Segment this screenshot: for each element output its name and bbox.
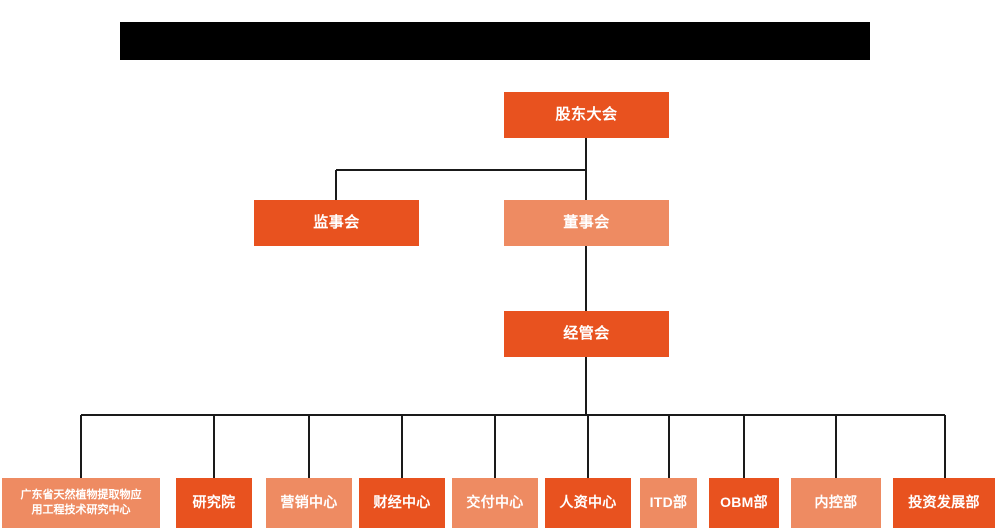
node-department-交付中心[interactable]: 交付中心 bbox=[452, 478, 538, 528]
node-management_committee[interactable]: 经管会 bbox=[504, 311, 669, 357]
node-board_of_directors[interactable]: 董事会 bbox=[504, 200, 669, 246]
node-department-财经中心[interactable]: 财经中心 bbox=[359, 478, 445, 528]
node-label: 研究院 bbox=[192, 494, 236, 511]
node-department-OBM部[interactable]: OBM部 bbox=[709, 478, 779, 528]
node-label: 交付中心 bbox=[466, 494, 524, 511]
node-department-内控部[interactable]: 内控部 bbox=[791, 478, 881, 528]
node-label: ITD部 bbox=[649, 494, 688, 511]
node-label: 监事会 bbox=[313, 213, 360, 231]
node-supervisory_board[interactable]: 监事会 bbox=[254, 200, 419, 246]
node-label: 内控部 bbox=[814, 494, 858, 511]
node-department-研究院[interactable]: 研究院 bbox=[176, 478, 252, 528]
node-label: 营销中心 bbox=[280, 494, 338, 511]
node-label: 董事会 bbox=[563, 213, 610, 231]
node-department-人资中心[interactable]: 人资中心 bbox=[545, 478, 631, 528]
node-department-ITD部[interactable]: ITD部 bbox=[640, 478, 697, 528]
node-department-广东省天然植物提取物应-用工程技术研究中心[interactable]: 广东省天然植物提取物应 用工程技术研究中心 bbox=[2, 478, 160, 528]
node-department-投资发展部[interactable]: 投资发展部 bbox=[893, 478, 995, 528]
node-label: 投资发展部 bbox=[908, 494, 980, 511]
node-label: 经管会 bbox=[563, 324, 610, 342]
node-label: 财经中心 bbox=[373, 494, 431, 511]
node-shareholders_meeting[interactable]: 股东大会 bbox=[504, 92, 669, 138]
title-banner bbox=[120, 22, 870, 60]
node-label: OBM部 bbox=[720, 494, 768, 511]
node-department-营销中心[interactable]: 营销中心 bbox=[266, 478, 352, 528]
node-label: 人资中心 bbox=[559, 494, 617, 511]
node-label: 广东省天然植物提取物应 用工程技术研究中心 bbox=[20, 489, 142, 516]
node-label: 股东大会 bbox=[555, 105, 618, 123]
